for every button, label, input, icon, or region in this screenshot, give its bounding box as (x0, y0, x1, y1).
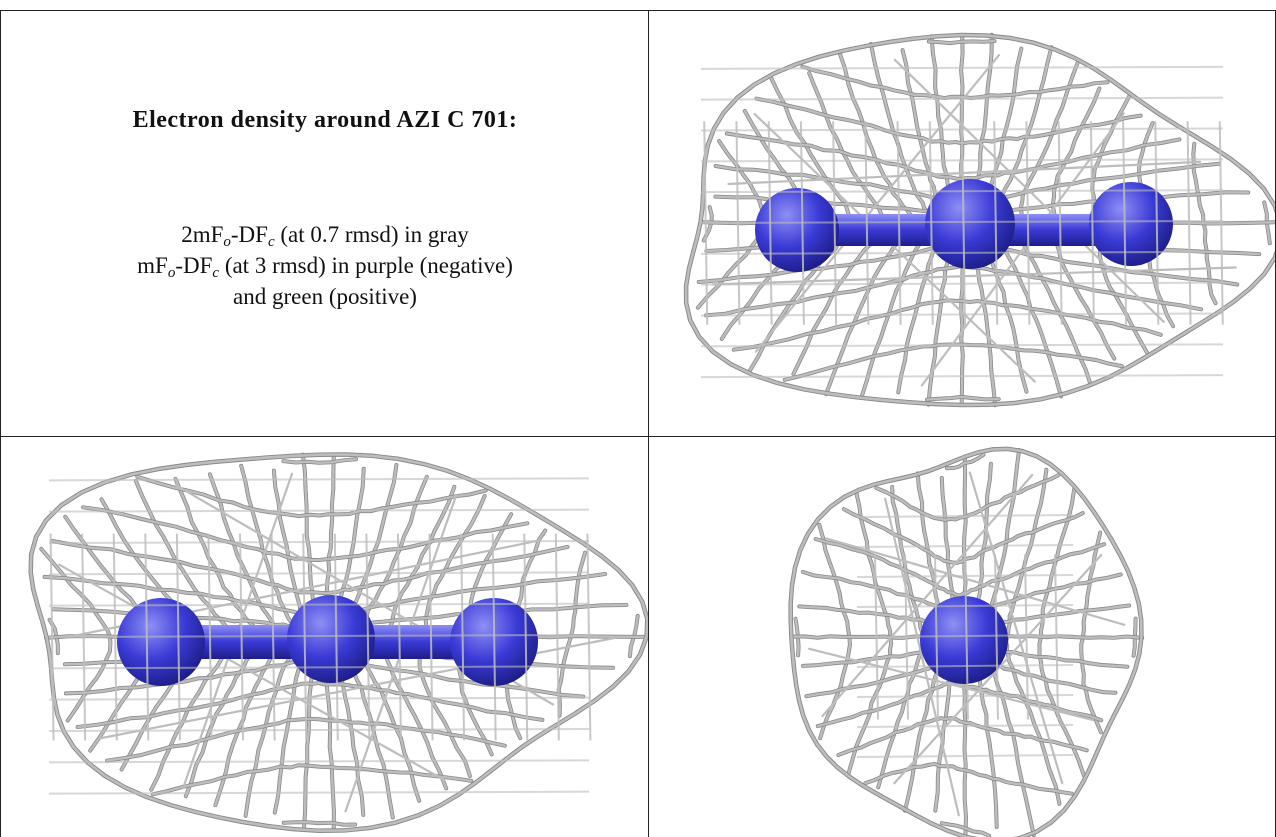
side-view-bottom-left (1, 437, 648, 837)
figure-title: Electron density around AZI C 701: (132, 107, 518, 133)
left-border (0, 10, 1, 837)
density-mesh-bottom-left (28, 452, 648, 833)
middle-divider (0, 436, 1276, 437)
legend-2-term-a: mF (137, 253, 168, 278)
azide-atom-n2 (287, 595, 375, 683)
mesh-front-strands (856, 514, 1074, 758)
legend-1-sub-a: o (223, 234, 231, 250)
mesh-front-strands (700, 65, 1224, 379)
legend-1-rest: (at 0.7 rmsd) in gray (274, 222, 469, 247)
center-divider (648, 10, 649, 837)
legend-1-term-a: 2mF (181, 222, 224, 247)
side-view-top-right (649, 11, 1275, 436)
azide-atom-n1 (755, 188, 839, 272)
legend-2-term-b: -DF (175, 253, 213, 278)
legend-line-1: 2mFo-DFc (at 0.7 rmsd) in gray (1, 219, 649, 250)
legend-1-sub-b: c (267, 234, 275, 250)
end-on-view-bottom-right (649, 437, 1275, 837)
legend-line-3: and green (positive) (233, 284, 417, 309)
legend-2-sub-a: o (167, 265, 176, 281)
caption-cell: Electron density around AZI C 701: 2mFo-… (1, 11, 649, 436)
mesh-front-strands (48, 477, 592, 795)
top-border (0, 10, 1276, 11)
azide-atom-end-on (920, 596, 1008, 684)
azide-atom-n2 (925, 179, 1015, 269)
legend-2-sub-b: c (212, 265, 220, 281)
density-mesh-bottom-right (788, 446, 1145, 837)
density-mesh-top-right (683, 32, 1275, 408)
azide-atom-n1 (117, 598, 205, 686)
legend-2-rest: (at 3 rmsd) in purple (negative) (219, 253, 513, 278)
legend-1-term-b: -DF (230, 222, 268, 247)
azide-atom-n3 (1089, 182, 1173, 266)
legend-line-2: mFo-DFc (at 3 rmsd) in purple (negative) (1, 250, 649, 281)
legend-text: 2mFo-DFc (at 0.7 rmsd) in gray mFo-DFc (… (1, 219, 649, 312)
